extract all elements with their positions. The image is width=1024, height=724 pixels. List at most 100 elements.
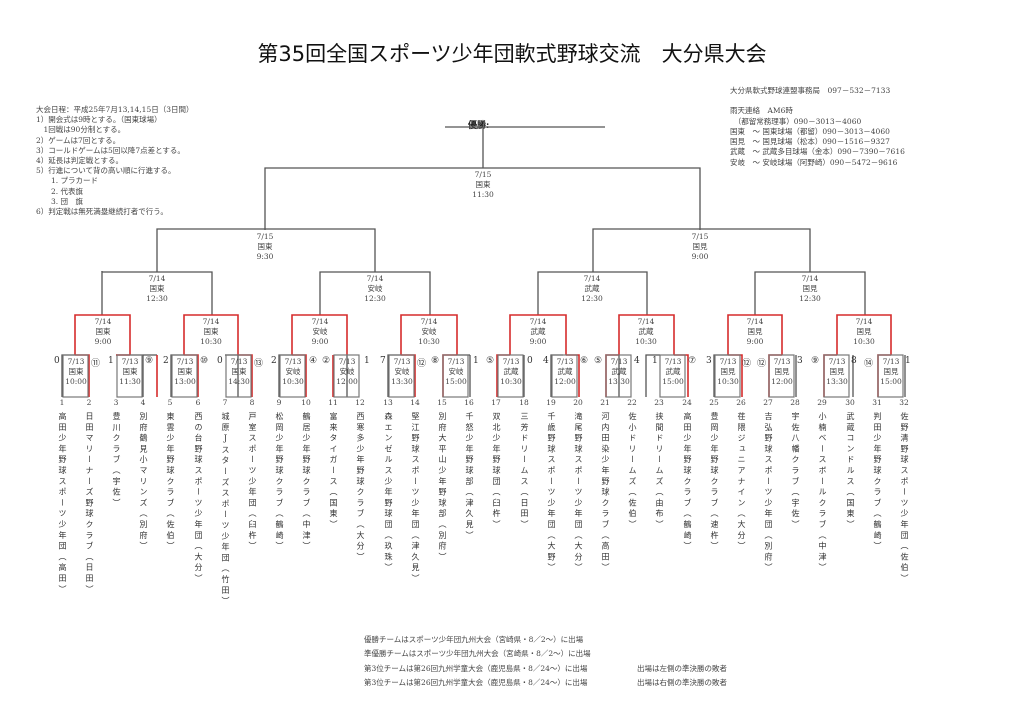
team-name: 森エンゼルス少年野球団（玖珠） (384, 412, 393, 574)
score-right: 1 (905, 356, 911, 366)
score-left: 7 (380, 356, 386, 366)
team-name: 西寒多少年野球クラブ（大分） (356, 412, 365, 564)
score-right: ⑥ (580, 356, 589, 366)
page-title: 第35回全国スポーツ少年団軟式野球交流 大分県大会 (257, 42, 767, 66)
venue-contact: 武蔵 ～ 武蔵多目球場（金本）090－7390－7616 (730, 147, 905, 157)
note-line: 準優勝チームはスポーツ少年団九州大会（宮崎県・8／2～）に出場 (364, 649, 591, 659)
team-number: 21 (600, 398, 610, 407)
team-number: 7 (222, 398, 228, 407)
team-number: 29 (817, 398, 827, 407)
rule-line: 6）判定戦は無死満塁継続打者で行う。 (36, 207, 168, 217)
rule-line: 3. 団 旗 (36, 196, 84, 206)
team-name: 豊川クラブ（宇佐） (112, 412, 121, 510)
rule-line: 4）延長は判定戦とする。 (36, 156, 124, 166)
score-left: 2 (163, 356, 169, 366)
rule-line: 1. プラカード (36, 176, 99, 186)
score-right: ⑪ (91, 359, 101, 369)
score-left: 3 (706, 356, 712, 366)
rule-line: 1回戦は90分制とする。 (36, 125, 126, 135)
team-name: 双北少年野球団（臼杵） (492, 412, 501, 531)
team-name: 小楠ベースボールクラブ（中津） (818, 412, 827, 574)
team-number: 3 (113, 398, 119, 407)
team-number: 17 (491, 398, 501, 407)
rule-line: 1）開会式は9時とする。（国東球場） (36, 115, 162, 125)
score-left: 4 (543, 356, 549, 366)
score-right: ⑬ (254, 359, 264, 369)
team-number: 32 (899, 398, 909, 407)
team-number: 8 (249, 398, 255, 407)
rule-line: 5）行進について背の高い順に行進する。 (36, 166, 176, 176)
score-right: 0 (527, 356, 533, 366)
team-number: 30 (845, 398, 855, 407)
team-name: 判田少年野球クラブ（鶴崎） (873, 412, 882, 553)
score-right: ⑫ (417, 359, 427, 369)
score-left: 0 (54, 356, 60, 366)
team-number: 11 (328, 398, 338, 407)
score-left: ⑧ (431, 356, 440, 366)
team-name: 千怒少年野球部（津久見） (465, 412, 474, 542)
team-number: 15 (437, 398, 447, 407)
team-number: 5 (167, 398, 173, 407)
team-number: 24 (682, 398, 692, 407)
rule-line: 大会日程：平成25年7月13,14,15日（3日間） (36, 105, 194, 114)
team-name: 豊岡少年野球クラブ（速杵） (710, 412, 719, 553)
score-left: 1 (108, 356, 114, 366)
team-number: 10 (301, 398, 311, 407)
score-left: 2 (271, 356, 277, 366)
team-name: 吉弘野球スポーツ少年団（別府） (764, 412, 773, 574)
team-name: 河内田染少年野球クラブ（高田） (601, 412, 610, 574)
score-right: 4 (634, 356, 640, 366)
team-number: 13 (383, 398, 393, 407)
score-left: ⑭ (864, 359, 874, 369)
team-name: 千歳野球スポーツ少年団（大野） (547, 412, 556, 574)
team-name: 松岡少年野球クラブ（鶴崎） (275, 412, 284, 553)
team-number: 2 (86, 398, 92, 407)
note-line: 優勝チームはスポーツ少年団九州大会（宮崎県・8／2～）に出場 (364, 635, 584, 644)
contact-info: 大分県軟式野球連盟事務局 097－532－7133 雨天連絡 AM6時 （都留常… (730, 86, 905, 168)
team-name: 富来タイガース（国東） (329, 412, 338, 531)
team-number: 27 (763, 398, 773, 407)
score-left: ⑫ (757, 359, 767, 369)
note-line: 第3位チームは第26回九州学童大会（鹿児島県・8／24～）に出場出場は左側の準決… (364, 663, 727, 673)
team-name: 挟間ドリームズ（由布） (655, 412, 664, 531)
team-number: 12 (355, 398, 365, 407)
score-left: ⑤ (594, 356, 603, 366)
score-right: ⑨ (145, 356, 154, 366)
rain-contact-header: 雨天連絡 AM6時 (730, 106, 793, 116)
rule-line: 3）コールドゲームは5回以降7点差とする。 (36, 145, 185, 155)
team-name: 佐野清野球スポーツ少年団（佐伯） (900, 412, 909, 585)
score-right: ⑩ (200, 356, 209, 366)
team-name: 戸室スポーツ少年団（臼杵） (248, 412, 257, 553)
rain-contact-sub: （都留常務理事）090－3013－4060 (730, 116, 862, 126)
team-name: 宇佐八幡クラブ（宇佐） (791, 412, 800, 531)
team-number: 20 (573, 398, 583, 407)
team-number: 18 (519, 398, 529, 407)
champion-label: 優勝: (468, 121, 490, 131)
score-left: 1 (652, 356, 658, 366)
team-name: 荏隈ジュニアナイン（大分） (737, 412, 746, 553)
team-name: 日田マリーナーズ野球クラブ（日田） (85, 412, 94, 596)
team-number: 25 (709, 398, 719, 407)
team-name: 別府鶴見小マリンズ（別府） (139, 412, 148, 553)
team-number: 6 (195, 398, 201, 407)
rule-line: 2. 代表旗 (36, 186, 84, 196)
team-name: 鶴居少年野球クラブ（中津） (302, 412, 311, 553)
score-left: ② (322, 356, 331, 366)
team-number: 4 (140, 398, 146, 407)
